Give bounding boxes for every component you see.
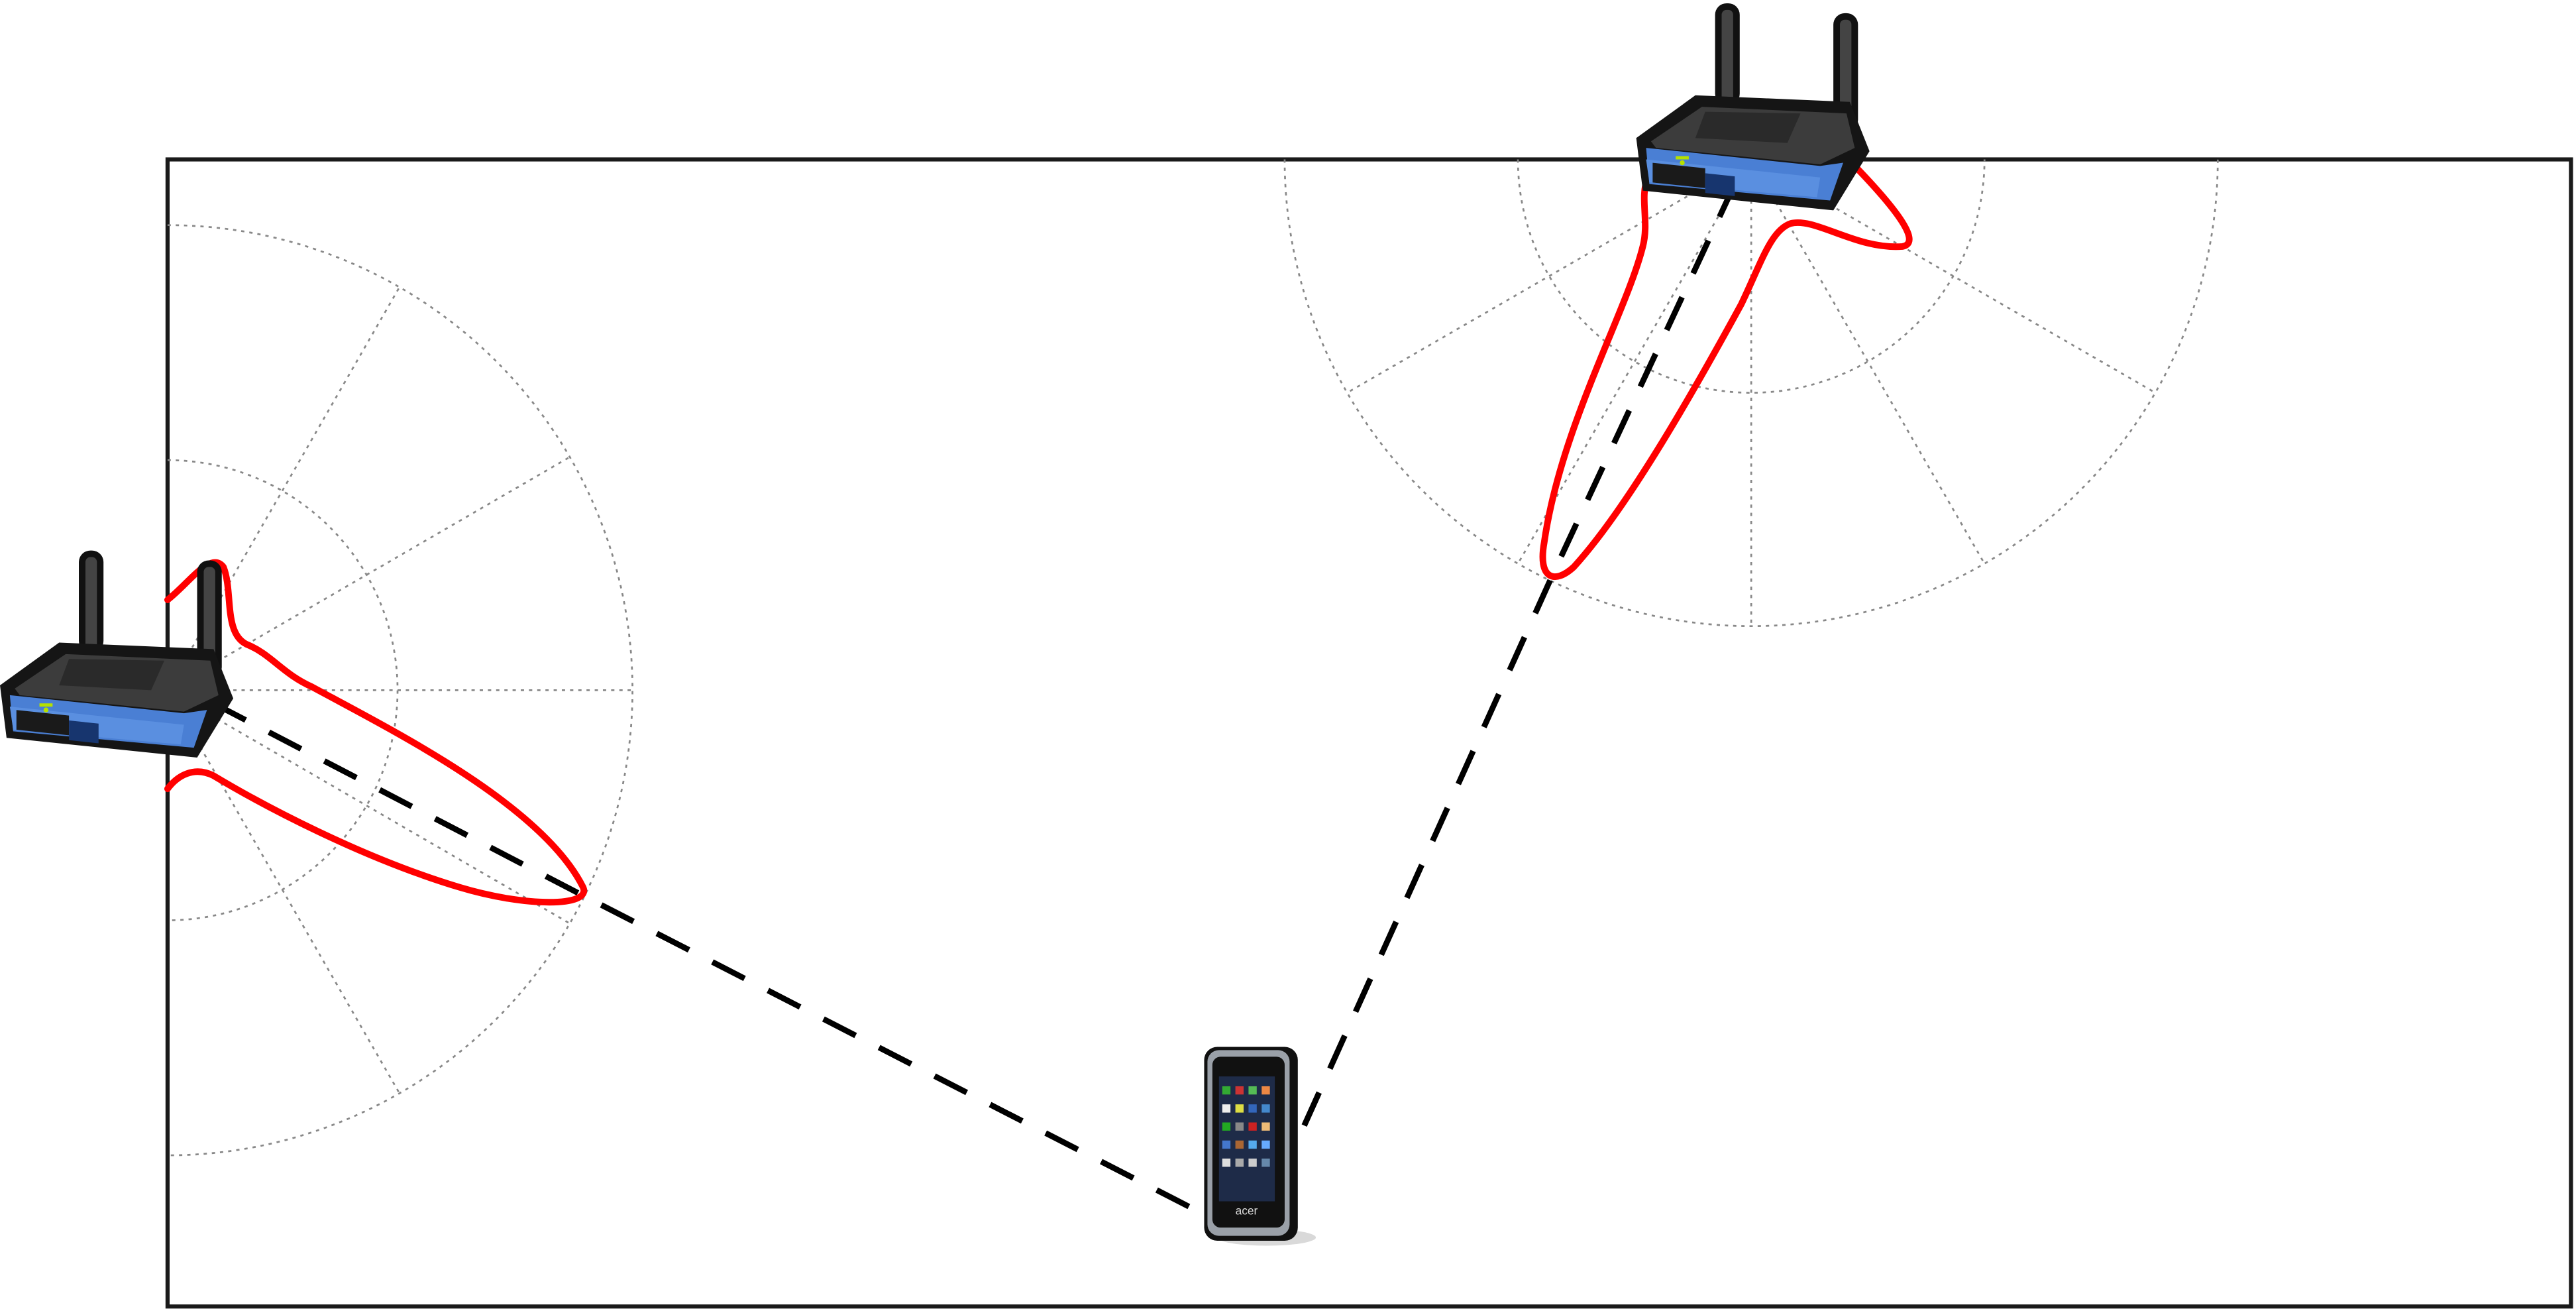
app-icons-grid: [1222, 1086, 1270, 1167]
link-left-router-to-phone: [212, 701, 1209, 1219]
wireless-router-left-icon: [0, 550, 234, 758]
beam-pattern-top: [1539, 164, 1913, 580]
beam-pattern-left: [164, 559, 588, 906]
polar-grid-left: [166, 224, 633, 1157]
link-top-router-to-phone: [1291, 182, 1738, 1149]
phone-brand-logo: acer: [1236, 1204, 1258, 1217]
wireless-router-top-icon: [1636, 3, 1870, 211]
room-boundary: [165, 157, 2573, 1309]
polar-grid-top: [1283, 158, 2219, 627]
smartphone-icon: acer: [1204, 1047, 1316, 1246]
